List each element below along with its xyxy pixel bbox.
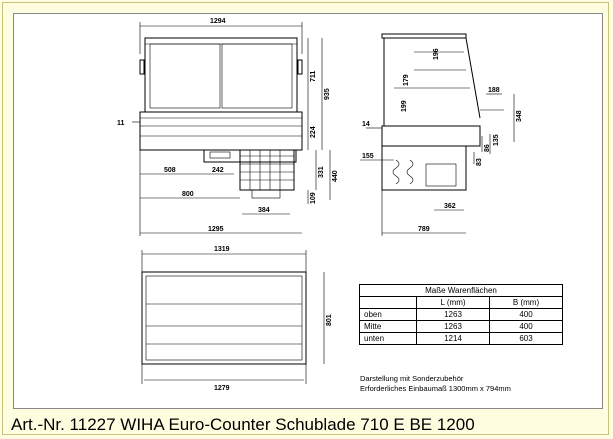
page-frame: 1294 11 [2,2,609,435]
notes: Darstellung mit Sonderzubehör Erforderli… [360,374,511,394]
article-caption: Art.-Nr. 11227 WIHA Euro-Counter Schubla… [11,415,475,434]
dim-top-1319: 1319 [214,246,230,253]
dim-front-331: 331 [318,166,325,178]
table-header-width: B (mm) [489,296,563,309]
dim-side-199: 199 [401,100,408,112]
surface-dimensions-table: Maße Warenflächen L (mm) B (mm) oben 126… [359,284,563,345]
row-length: 1263 [416,308,490,321]
table-row: Mitte 1263 400 [359,320,563,333]
dim-front-242: 242 [212,167,224,174]
dim-front-935: 935 [324,88,331,100]
dim-front-508: 508 [164,167,176,174]
dim-front-711: 711 [310,71,317,82]
dim-side-179: 179 [403,74,410,86]
dim-side-155: 155 [362,153,374,160]
dim-side-135: 135 [493,134,500,146]
table-header-length: L (mm) [416,296,490,309]
row-width: 400 [489,320,563,333]
dim-front-109: 109 [310,192,317,204]
technical-drawing: 1294 11 [117,18,523,392]
note-line-1: Darstellung mit Sonderzubehör [360,374,464,383]
dim-side-14: 14 [362,121,370,128]
dim-front-width: 1294 [210,18,226,25]
row-label: Mitte [359,320,417,333]
table-row: unten 1214 603 [359,332,563,345]
front-view: 1294 11 [117,18,339,236]
dim-front-left: 11 [117,120,125,127]
dim-side-86: 86 [484,144,491,152]
dim-top-1279: 1279 [214,385,230,392]
row-length: 1214 [416,332,490,345]
dim-side-83: 83 [476,158,483,166]
table-title: Maße Warenflächen [359,284,563,297]
row-label: oben [359,308,417,321]
dim-front-1295: 1295 [208,226,224,233]
dim-side-196: 196 [433,48,440,60]
dim-front-440: 440 [332,170,339,182]
top-view: 1319 801 1279 [141,246,333,392]
table-row: oben 1263 400 [359,308,563,321]
dim-front-384: 384 [258,207,270,214]
row-width: 603 [489,332,563,345]
side-view: 196 179 199 188 348 14 135 86 83 [360,33,523,236]
dim-front-224: 224 [310,126,317,138]
row-width: 400 [489,308,563,321]
dim-top-801: 801 [326,314,333,326]
dim-side-789: 789 [418,226,430,233]
dim-side-362: 362 [444,203,456,210]
row-length: 1263 [416,320,490,333]
drawing-panel: 1294 11 [13,13,603,409]
dim-side-188: 188 [488,87,500,94]
dim-front-800: 800 [182,191,194,198]
table-header-blank [359,296,417,309]
dim-side-348: 348 [516,110,523,122]
row-label: unten [359,332,417,345]
note-line-2: Erforderliches Einbaumaß 1300mm x 794mm [360,384,511,393]
